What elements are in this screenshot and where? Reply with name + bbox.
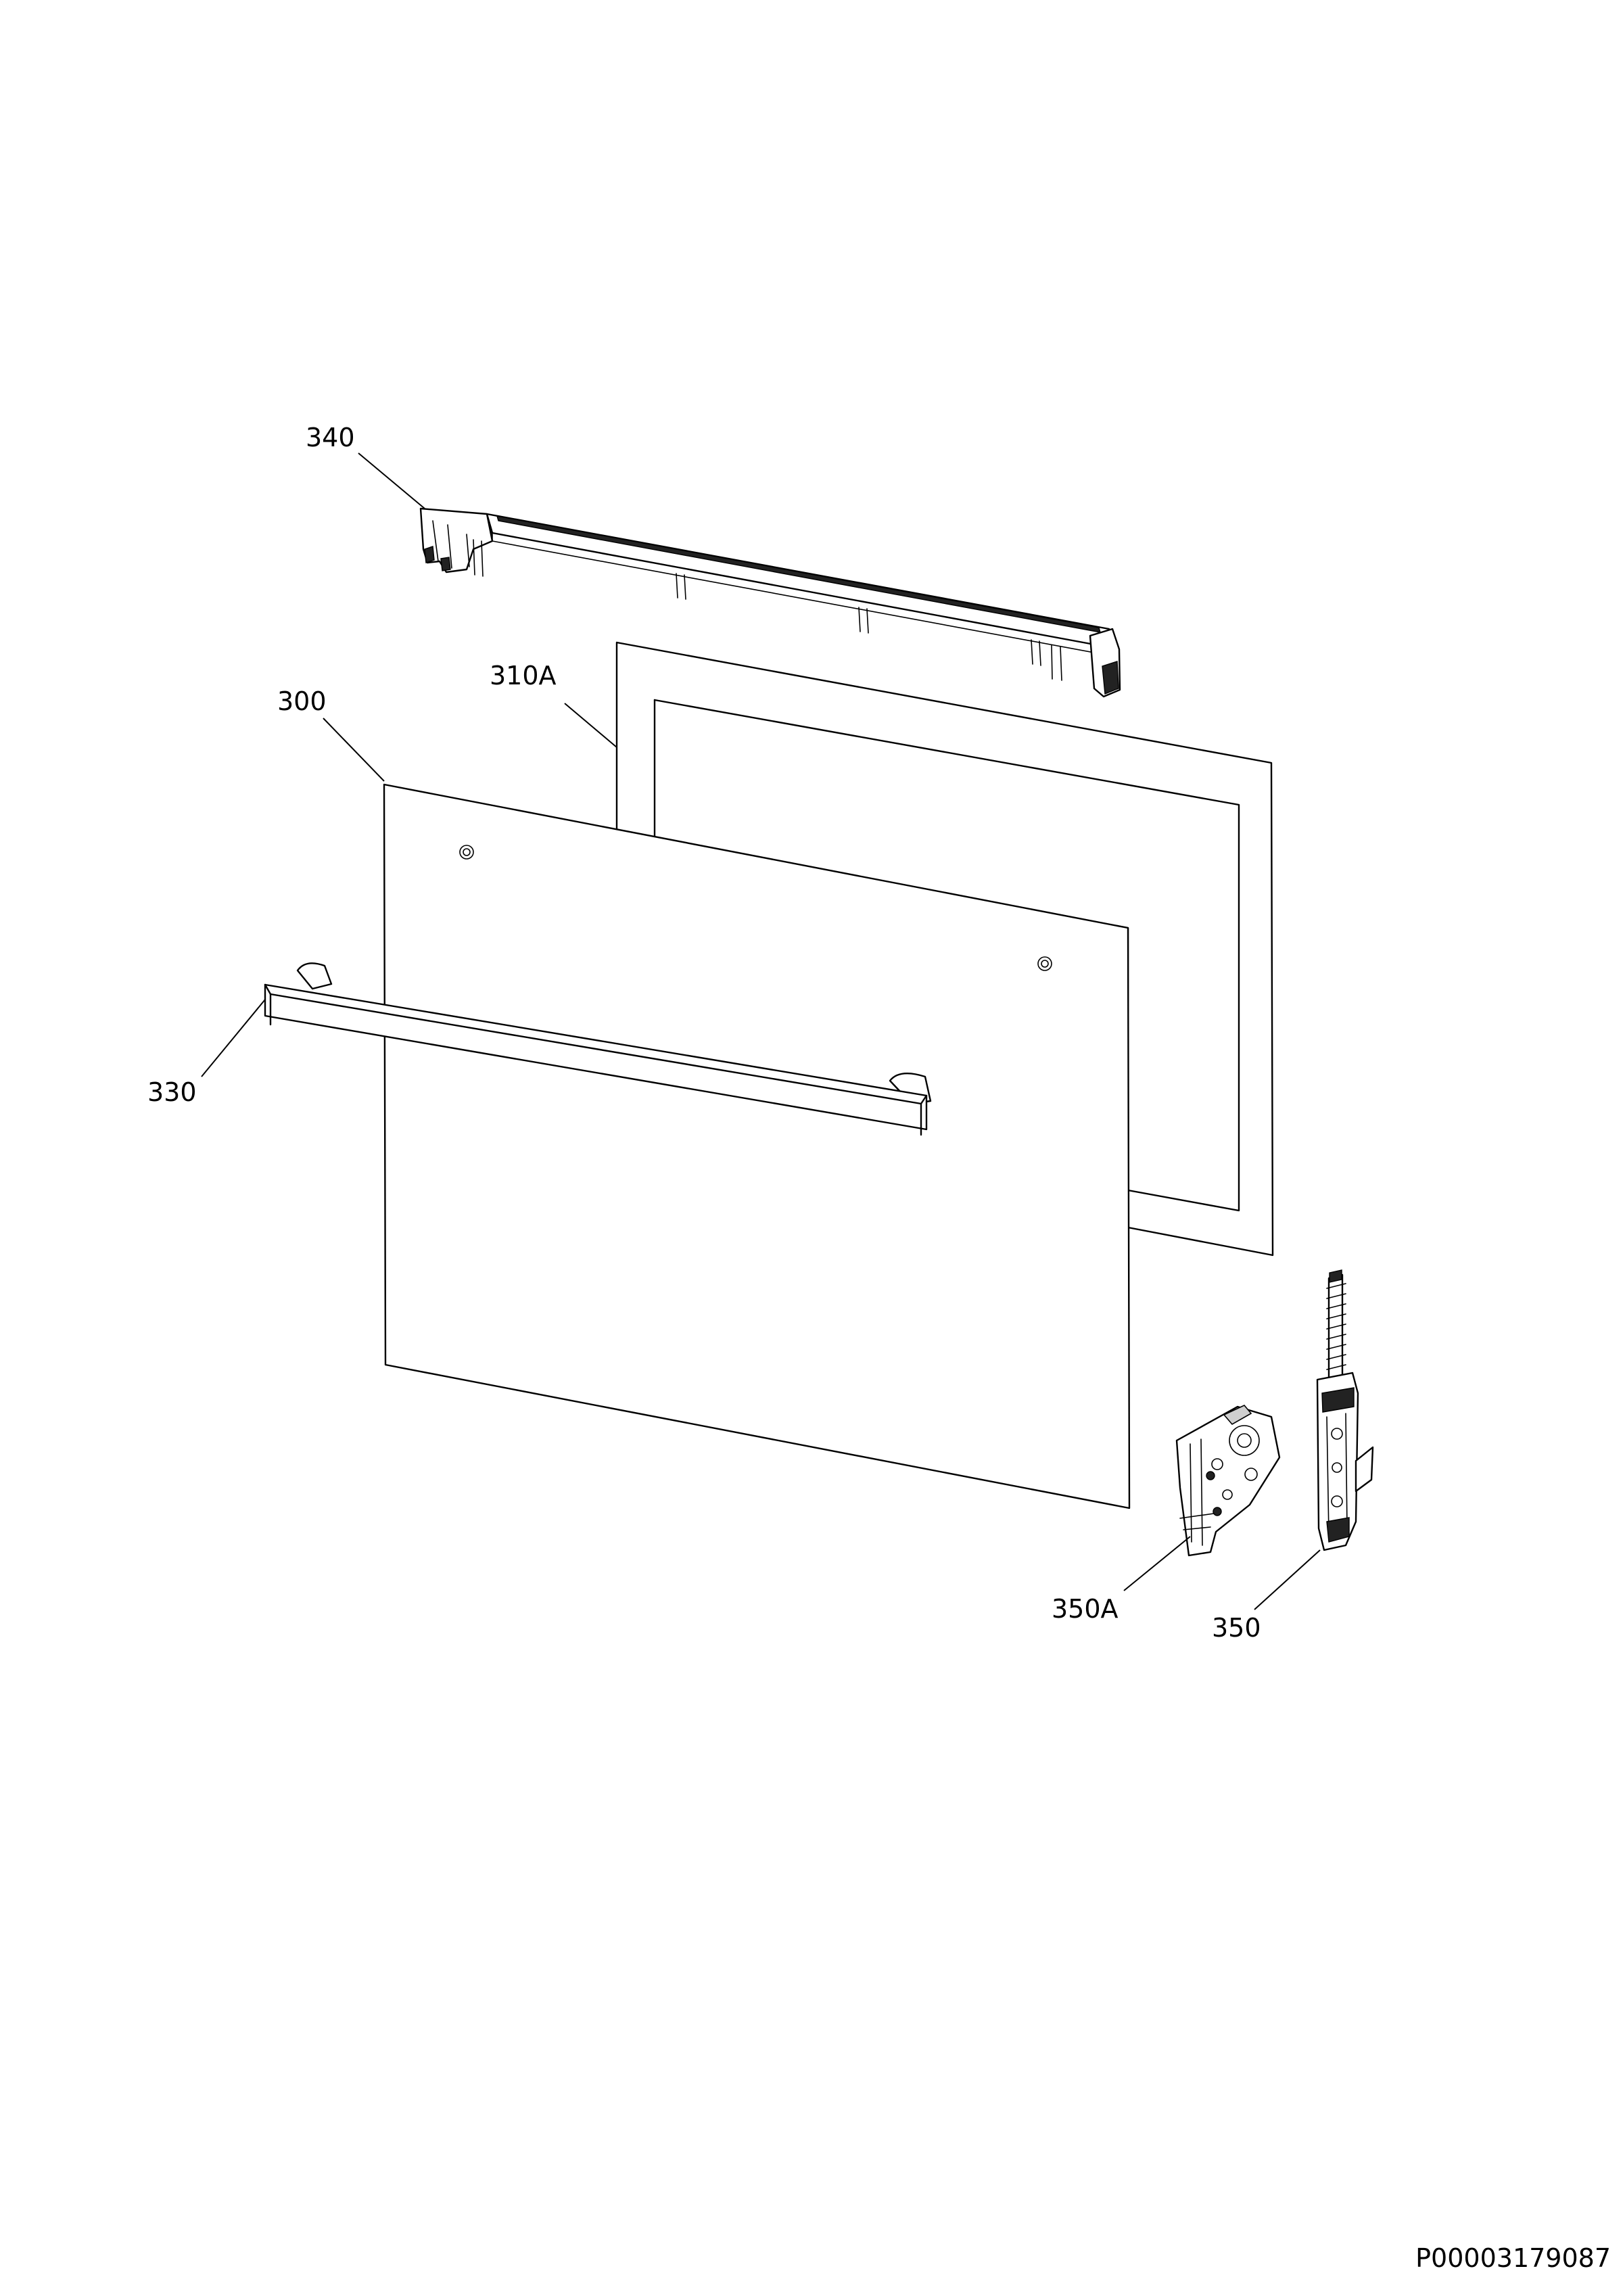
label-300: 300 bbox=[277, 686, 327, 716]
part-330-door-handle bbox=[264, 962, 932, 1136]
part-350-hinge-spring bbox=[1316, 1269, 1374, 1551]
leader-340 bbox=[358, 452, 425, 509]
leader-330 bbox=[201, 999, 266, 1077]
document-code: P00003179087 bbox=[1415, 2243, 1611, 2273]
label-350: 350 bbox=[1212, 1613, 1261, 1643]
label-310A: 310A bbox=[490, 661, 557, 690]
part-300-outer-door-glass bbox=[383, 783, 1131, 1509]
leader-350A bbox=[1123, 1536, 1191, 1591]
label-340: 340 bbox=[306, 423, 355, 452]
leader-310A bbox=[564, 703, 617, 748]
leader-lines bbox=[201, 452, 1321, 1610]
part-350A-hinge-bracket bbox=[1175, 1405, 1281, 1557]
leader-350 bbox=[1254, 1549, 1321, 1610]
leader-300 bbox=[323, 718, 385, 782]
label-350A: 350A bbox=[1052, 1594, 1119, 1624]
part-340-top-trim bbox=[419, 507, 1121, 698]
label-330: 330 bbox=[147, 1077, 197, 1107]
